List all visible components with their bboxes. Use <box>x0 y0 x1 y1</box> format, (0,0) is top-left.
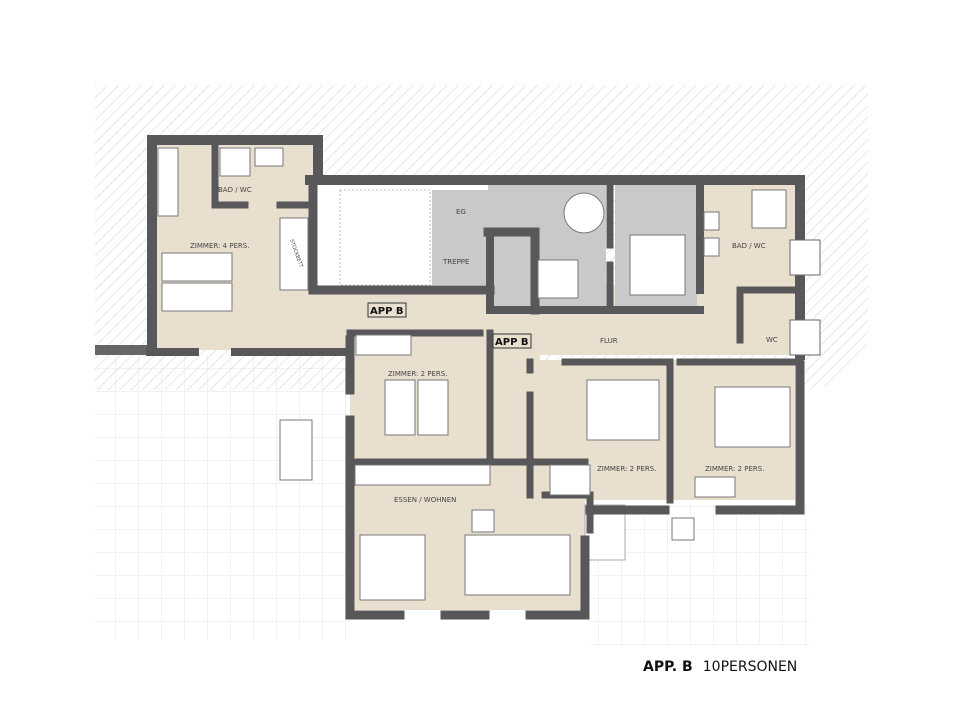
walls <box>146 135 805 620</box>
bed-double-left-a <box>161 252 233 282</box>
desk-mid <box>549 464 591 496</box>
room-label-wc: WC <box>766 336 778 344</box>
terrace-grid-left <box>95 355 350 640</box>
room-label-bad-wc-left: BAD / WC <box>218 186 252 194</box>
sofa <box>464 534 571 596</box>
room-label-bad-wc-right: BAD / WC <box>732 242 766 250</box>
room-label-zimmer-2-left: ZIMMER: 2 PERS. <box>388 370 447 378</box>
windows-right <box>789 239 821 356</box>
stair-steps <box>339 189 431 286</box>
room-label-treppe: TREPPE <box>442 258 469 266</box>
tank <box>563 192 605 234</box>
room-label-flur: FLUR <box>600 337 618 345</box>
room-label-essen-wohnen: ESSEN / WOHNEN <box>394 496 456 504</box>
plan-title-bold: APP. B <box>643 659 693 675</box>
bed-double-left-b <box>161 282 233 312</box>
kitchen-counter <box>354 464 491 486</box>
app-tag-2: APP B <box>495 337 529 348</box>
armchair <box>471 509 495 533</box>
bunk-bed <box>279 217 309 291</box>
terrace-edge <box>95 345 150 355</box>
room-label-eg: EG <box>456 208 466 216</box>
sink-left <box>254 147 284 167</box>
room-label-zimmer-4: ZIMMER: 4 PERS. <box>190 242 249 250</box>
wardrobe-right <box>694 476 736 498</box>
sofa-bed <box>359 534 426 601</box>
plan-title: APP. B 10PERSONEN <box>643 656 797 675</box>
bed-zimmer2-left-b <box>417 379 449 436</box>
room-label-zimmer-2-right: ZIMMER: 2 PERS. <box>705 465 764 473</box>
wardrobe-zimmer2-left <box>355 334 412 356</box>
room-label-zimmer-2-mid: ZIMMER: 2 PERS. <box>597 465 656 473</box>
shower-right <box>751 189 787 229</box>
terrace-table-small <box>671 517 695 541</box>
shower-left <box>219 147 251 177</box>
shower-service <box>537 259 579 299</box>
terrace-table <box>279 419 313 481</box>
lift <box>629 234 686 296</box>
furniture <box>157 147 791 601</box>
app-tag-box-1 <box>367 302 407 318</box>
plan-title-regular: 10PERSONEN <box>703 659 798 675</box>
wardrobe-left <box>157 147 179 217</box>
terrace-grid-right <box>590 505 810 645</box>
bed-zimmer2-left-a <box>384 379 416 436</box>
app-tag-box-2 <box>492 333 532 349</box>
bed-zimmer2-right <box>714 386 791 448</box>
sink-right-a <box>703 211 720 231</box>
bed-zimmer2-mid <box>586 379 660 441</box>
sink-right-b <box>703 237 720 257</box>
app-tag-1: APP B <box>370 306 404 317</box>
